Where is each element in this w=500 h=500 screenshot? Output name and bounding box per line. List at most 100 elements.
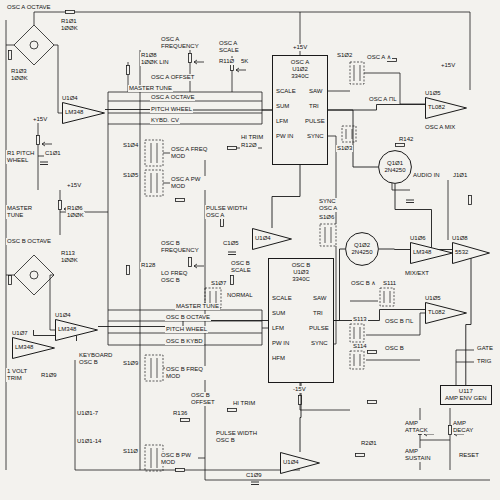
pot-wiper	[194, 264, 204, 268]
schematic-label: SAW	[312, 295, 327, 302]
schematic-label: S11Ø	[122, 448, 139, 455]
resistor-symbol	[176, 199, 185, 202]
part-name: U1Ø4	[55, 312, 71, 319]
op-amp-symbol: U1Ø8 5532	[452, 235, 490, 264]
schematic-label: J1Ø1	[452, 172, 468, 179]
wire-connector	[395, 184, 432, 235]
part-value: U1Ø3	[269, 269, 333, 276]
schematic-label: U1Ø1-7	[76, 410, 99, 417]
schematic-label: OSC A FREQUENCY	[160, 36, 202, 50]
op-amp-outline	[281, 453, 320, 474]
schematic-label: S1Ø9	[122, 360, 139, 367]
schematic-label: S1Ø2	[336, 52, 353, 59]
resistor-symbol	[59, 201, 62, 210]
resistor-symbol	[66, 11, 75, 14]
part-name: U1Ø4	[283, 459, 299, 466]
part-name: U1Ø7	[12, 330, 28, 337]
op-amp-outline	[56, 320, 98, 341]
schematic-label: AMP DECAY	[452, 420, 484, 434]
part-name: U117	[445, 388, 487, 395]
part-name: OSC A	[273, 59, 327, 66]
schematic-label: S1Ø3	[336, 145, 353, 152]
part-value: 3340C	[273, 73, 327, 80]
schematic-label: +15V	[440, 62, 456, 69]
schematic-label: C1Ø9	[245, 472, 263, 479]
part-name: U1Ø4	[62, 95, 78, 102]
part-value: 5532	[455, 249, 468, 256]
op-amp-body: LM348	[55, 319, 98, 341]
switch-symbol	[145, 140, 163, 166]
op-amp-outline	[426, 303, 467, 324]
schematic-label: OSC B SCALE	[230, 260, 264, 274]
switch-symbol	[380, 288, 394, 306]
schematic-label: MASTER TUNE	[6, 205, 38, 219]
schematic-label: OSC B ⊓L	[384, 318, 414, 325]
op-amp-outline	[453, 243, 490, 264]
part-value: LM348	[58, 326, 76, 333]
part-value: LM348	[413, 249, 431, 256]
schematic-label: MASTER TUNE	[175, 303, 220, 310]
switch-contact	[325, 227, 331, 243]
block-box: U117AMP ENV GEN	[440, 385, 492, 405]
switch-contact	[346, 129, 352, 139]
op-amp-body: U1Ø4	[252, 228, 292, 250]
schematic-label: R1Ø3	[10, 68, 28, 75]
schematic-label: OSC B OCTAVE	[6, 238, 52, 245]
schematic-label: HI TRIM	[232, 400, 256, 407]
part-value: U1Ø2	[273, 66, 327, 73]
schematic-label: R1 PITCH WHEEL	[6, 150, 36, 164]
schematic-label: OSC B PW MOD	[160, 452, 198, 466]
schematic-label: OSC B OCTAVE	[165, 314, 211, 321]
schematic-label: SYNC	[310, 340, 329, 347]
schematic-label: OSC A PW MOD	[170, 176, 210, 190]
schematic-label: AMP ATTACK	[404, 420, 436, 434]
op-amp-body: LM348	[62, 102, 105, 124]
schematic-label: +15V	[66, 182, 82, 189]
part-value: 3340C	[269, 276, 333, 283]
capacitor-symbol	[228, 252, 236, 255]
wire-connector	[379, 249, 410, 251]
resistor-symbol	[176, 469, 185, 472]
schematic-label: PULSE	[308, 325, 330, 332]
schematic-label: HFM	[271, 355, 286, 362]
part-value: 2N4250	[345, 249, 379, 256]
schematic-label: OSC A MIX	[424, 124, 456, 131]
op-amp-symbol: U1Ø4LM348	[55, 312, 98, 341]
schematic-label: R136	[172, 410, 188, 417]
part-value: TL082	[428, 309, 445, 316]
switch-pivot	[30, 271, 38, 279]
schematic-label: NORMAL	[226, 292, 254, 299]
schematic-label: SUM	[271, 310, 286, 317]
ic-chip: OSC BU1Ø33340C	[268, 258, 334, 383]
schematic-label: R1Ø1	[60, 18, 78, 25]
capacitor-symbol	[251, 482, 259, 485]
resistor-symbol	[228, 409, 237, 412]
wire-connector	[328, 105, 425, 111]
switch-symbol	[145, 355, 163, 381]
schematic-label: SAW	[308, 88, 323, 95]
op-amp-body: U1Ø4	[280, 452, 320, 474]
switch-symbol	[350, 324, 364, 342]
transistor-circle	[379, 151, 412, 184]
schematic-label: LFM	[271, 325, 285, 332]
resistor-symbol	[469, 196, 472, 205]
schematic-label: OSC B ∧	[350, 280, 377, 287]
switch-contact	[354, 354, 360, 366]
switch-contact	[384, 291, 390, 303]
schematic-label: PULSE WIDTH OSC A	[205, 205, 249, 219]
part-name: U1Ø4	[255, 235, 271, 242]
schematic-label: KEYBOARD OSC B	[78, 352, 122, 366]
resistor-symbol	[9, 276, 12, 285]
part-name: Q1Ø1	[378, 160, 412, 167]
part-name: U1Ø8	[452, 235, 468, 242]
resistor-symbol	[181, 419, 190, 422]
pot-wiper	[42, 142, 52, 146]
schematic-label: OSC B	[384, 345, 405, 352]
schematic-label: SCALE	[271, 295, 293, 302]
wire-connector	[328, 110, 378, 167]
switch-pivot	[30, 41, 38, 49]
wire-connector	[300, 383, 301, 452]
schematic-label: GATE	[476, 345, 494, 352]
switch-symbol	[342, 126, 356, 142]
schematic-label: 5K	[240, 58, 249, 65]
